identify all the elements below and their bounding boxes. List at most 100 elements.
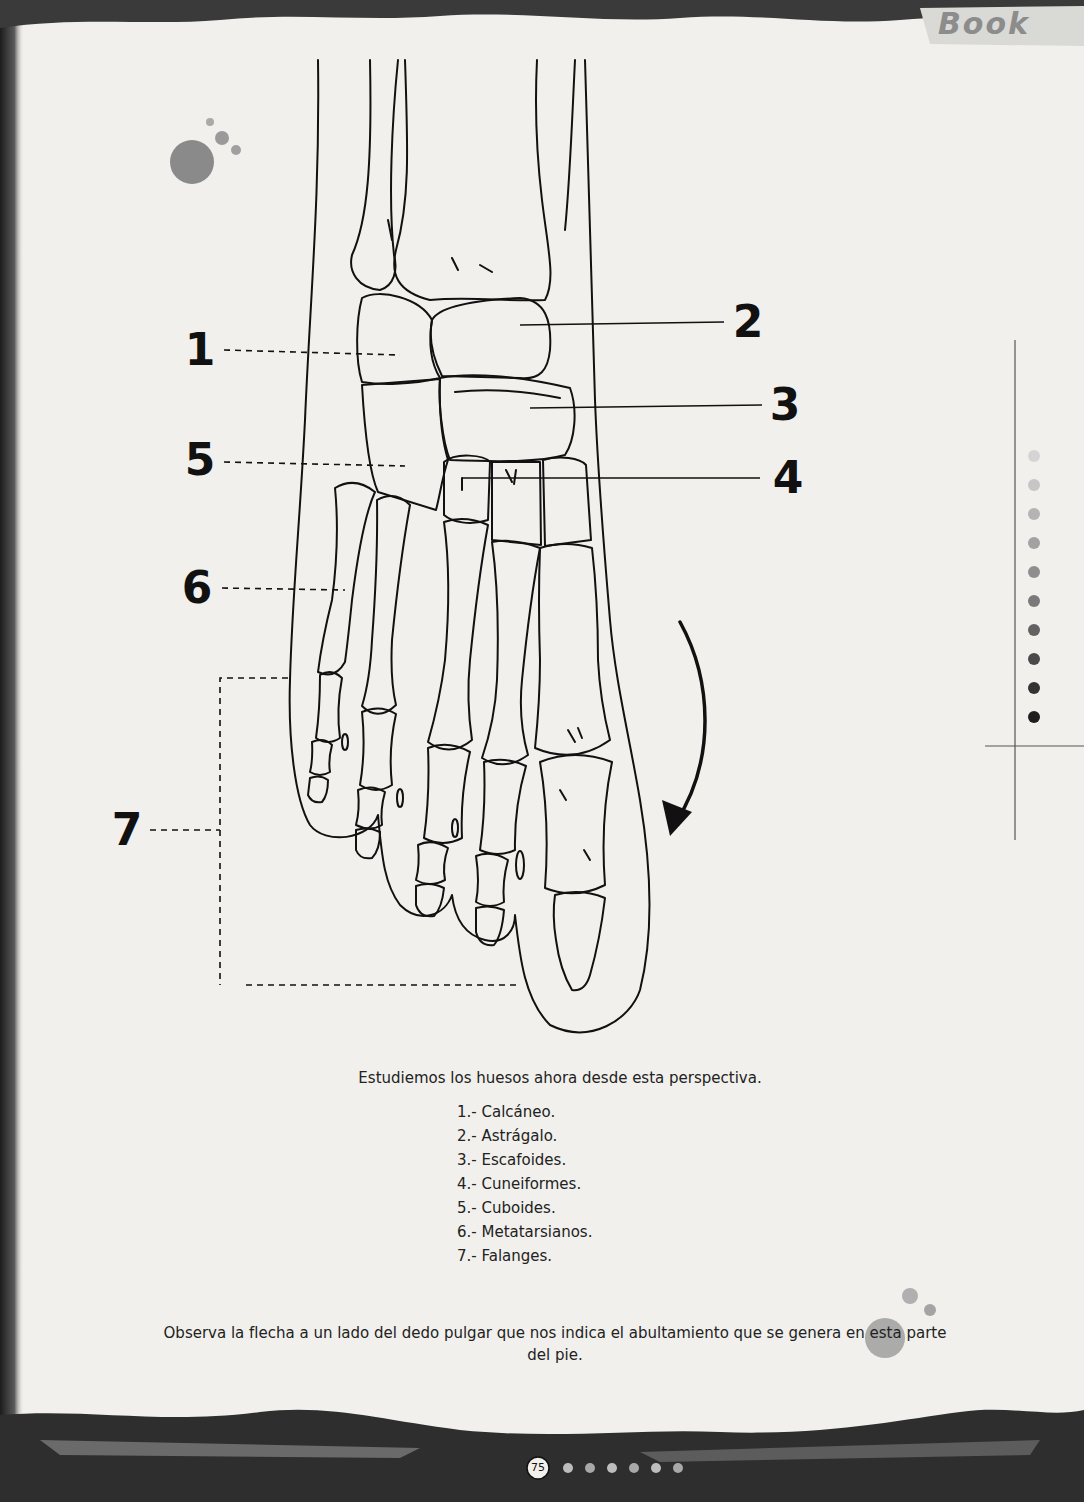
decor-dot bbox=[1028, 682, 1040, 694]
callout-number: 6 bbox=[172, 560, 222, 616]
decor-dot bbox=[673, 1463, 683, 1473]
leader-line bbox=[222, 588, 345, 590]
metatarsal bbox=[318, 483, 375, 675]
legend-item: 3.- Escafoides. bbox=[457, 1150, 757, 1170]
phalanx bbox=[416, 842, 448, 884]
phalanx bbox=[424, 745, 470, 843]
metatarsal bbox=[428, 519, 488, 749]
bone-detail bbox=[462, 470, 516, 490]
metatarsal bbox=[535, 544, 610, 755]
callout-number: 2 bbox=[723, 294, 773, 350]
phalanx bbox=[476, 906, 504, 945]
decor-dot bbox=[1028, 595, 1040, 607]
leader-line bbox=[520, 322, 724, 325]
skin-outline bbox=[290, 60, 650, 1032]
legend-item: 2.- Astrágalo. bbox=[457, 1126, 757, 1146]
logo-ground bbox=[920, 6, 1084, 46]
bracket bbox=[220, 678, 520, 985]
phalanx bbox=[356, 787, 385, 828]
bone-detail bbox=[560, 790, 590, 860]
decor-dot bbox=[1028, 479, 1040, 491]
talus bbox=[431, 298, 551, 378]
decor-dot bbox=[651, 1463, 661, 1473]
side-dots bbox=[1028, 450, 1040, 723]
decor-dot bbox=[1028, 537, 1040, 549]
arrow-head bbox=[662, 800, 692, 836]
leader-lines bbox=[150, 322, 762, 985]
callout-number: 4 bbox=[763, 450, 813, 506]
calcaneus bbox=[357, 294, 440, 384]
page-number: 75 bbox=[524, 1459, 552, 1477]
legend-item: 6.- Metatarsianos. bbox=[457, 1222, 757, 1242]
decor-dot bbox=[1028, 508, 1040, 520]
phalanx bbox=[416, 884, 444, 916]
decor-dot bbox=[585, 1463, 595, 1473]
paint-splat bbox=[170, 140, 214, 184]
callout-number: 1 bbox=[175, 322, 225, 378]
decor-dot bbox=[629, 1463, 639, 1473]
leader-line bbox=[224, 462, 405, 466]
callout-number: 5 bbox=[175, 432, 225, 488]
curved-arrow bbox=[676, 622, 705, 822]
phalanx bbox=[316, 672, 342, 742]
paint-splat bbox=[924, 1304, 936, 1316]
logo-text: Book bbox=[938, 6, 1078, 42]
decor-dot bbox=[1028, 450, 1040, 462]
cuneiform bbox=[492, 462, 541, 545]
bone-detail bbox=[568, 728, 582, 742]
tibia bbox=[394, 60, 550, 300]
footer-band bbox=[0, 1410, 1084, 1502]
paint-splat bbox=[206, 118, 214, 126]
sesamoid bbox=[397, 789, 403, 807]
note-text: Observa la flecha a un lado del dedo pul… bbox=[160, 1322, 950, 1366]
phalanx bbox=[360, 708, 396, 790]
foot-bones bbox=[290, 60, 650, 1032]
fibula bbox=[351, 60, 398, 290]
paint-splat bbox=[902, 1288, 918, 1304]
callout-number: 7 bbox=[104, 802, 150, 858]
phalanx bbox=[356, 828, 380, 858]
navicular bbox=[439, 375, 574, 461]
paint-splat bbox=[215, 131, 229, 145]
sesamoid bbox=[342, 734, 348, 750]
legend-item: 7.- Falanges. bbox=[457, 1246, 757, 1266]
bone-detail bbox=[455, 390, 560, 398]
phalanx bbox=[308, 776, 328, 802]
phalanx bbox=[540, 755, 612, 893]
legend-item: 4.- Cuneiformes. bbox=[457, 1174, 757, 1194]
paint-splat bbox=[231, 145, 241, 155]
decor-dot bbox=[1028, 566, 1040, 578]
phalanx bbox=[476, 854, 508, 906]
phalanx bbox=[480, 760, 526, 854]
legend-item: 1.- Calcáneo. bbox=[457, 1102, 757, 1122]
leader-line bbox=[150, 829, 220, 831]
leader-line bbox=[224, 350, 400, 355]
phalanx bbox=[310, 740, 332, 775]
cuneiform bbox=[543, 458, 591, 546]
cuboid bbox=[362, 379, 448, 510]
decor-dot bbox=[1028, 624, 1040, 636]
phalanx bbox=[554, 892, 605, 990]
leader-line bbox=[462, 477, 760, 479]
header-band bbox=[0, 0, 1084, 28]
decor-dot bbox=[563, 1463, 573, 1473]
metatarsal bbox=[362, 496, 410, 714]
brush-stroke bbox=[640, 1440, 1040, 1462]
decor-dot bbox=[1028, 653, 1040, 665]
decor-dot bbox=[607, 1463, 617, 1473]
bone-detail bbox=[388, 220, 492, 272]
legend-item: 5.- Cuboides. bbox=[457, 1198, 757, 1218]
callout-number: 3 bbox=[760, 377, 810, 433]
side-rule bbox=[1014, 340, 1015, 840]
leader-line bbox=[530, 405, 762, 408]
binding-shadow bbox=[0, 0, 24, 1502]
caption: Estudiemos los huesos ahora desde esta p… bbox=[190, 1068, 930, 1088]
cuneiform bbox=[444, 456, 490, 523]
sesamoid bbox=[452, 819, 458, 837]
decor-dot bbox=[1028, 711, 1040, 723]
brush-stroke bbox=[40, 1440, 420, 1458]
metatarsal bbox=[482, 541, 540, 764]
sesamoid bbox=[516, 851, 524, 879]
